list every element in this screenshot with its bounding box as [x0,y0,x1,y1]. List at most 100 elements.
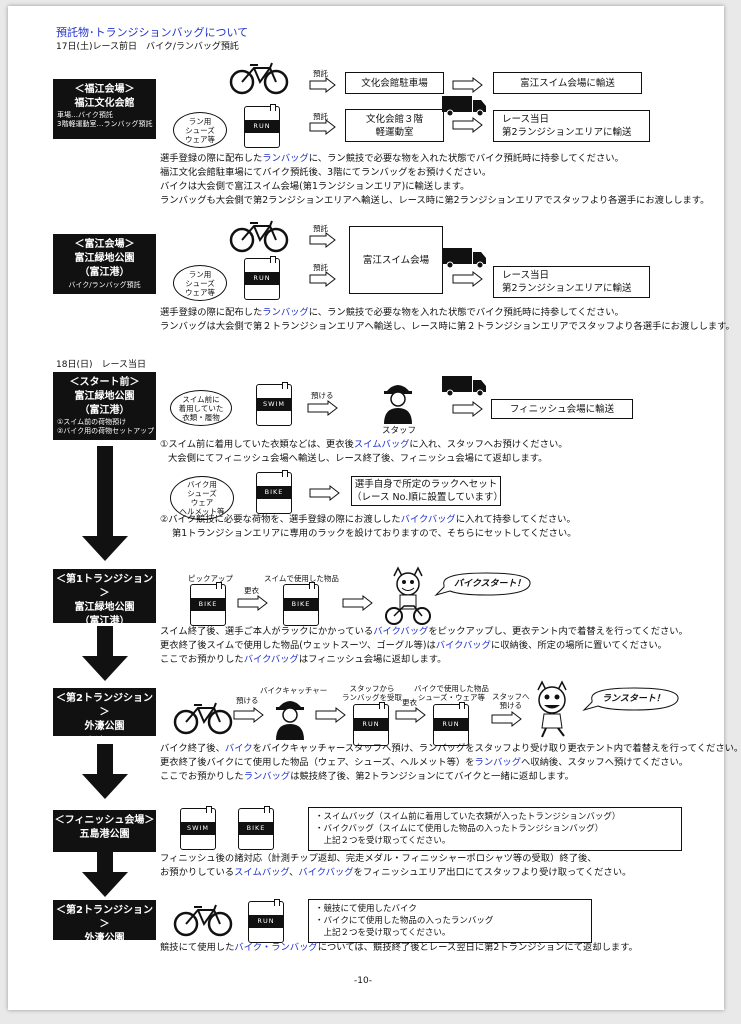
t2-name2: 外濠公園 [53,720,156,734]
bag-label: SWIM [181,822,215,835]
bike-bag-icon: BIKE [238,808,274,850]
t2-desc2: 更衣終了後バイクにて使用した物品（ウェア、シューズ、ヘルメット等）をランバッグへ… [160,756,688,770]
label-line: バイクで使用した物品 [414,684,489,693]
box-line: ・バイクにて使用した物品の入ったランバッグ [315,915,585,927]
fukue-desc4: ランバッグも大会側で第2ランジションエリアへ輸送し、レース時に第2ランジションエ… [160,194,709,208]
tomie-name3: （富江港） [53,266,156,280]
t1-name1: ＜第1トランジション＞ [53,573,156,601]
bubble-line: シューズ [171,489,233,498]
finish-venue-block: ＜フィニッシュ会場＞ 五島港公園 [53,810,156,852]
fukue-sub2: 3階軽運動室…ランバッグ預託 [53,120,156,129]
bike-bag-icon: BIKE [256,472,292,514]
hollow-arrow-icon [453,272,483,286]
fukue-desc3: バイクは大会側で富江スイム会場(第1ランジションエリア)に輸送します。 [160,180,469,194]
text-highlight: スイムバッグ [234,867,289,878]
text-seg: 、 [289,867,298,878]
receive-label: スタッフからランバッグを受取 [342,684,402,702]
text-highlight: バイクバッグ [436,640,491,651]
page-number: -10- [354,974,372,988]
t2-desc3: ここでお預かりしたランバッグは競技終了後、第2トランジションにてバイクと一緒に返… [160,770,574,784]
text-highlight: バイクバッグ [244,654,299,665]
start-sub1: ①スイム前の荷物預け [53,418,156,427]
text-seg: バイク終了後、 [160,743,225,754]
text-seg: ②バイク競技に必要な荷物を、選手登録の際にお渡しした [160,514,401,525]
bubble-line: ウェア等 [174,135,226,144]
box-line: 上記２つを受け取ってください。 [315,835,675,847]
text-seg: をバイクキャッチャースタッフへ預け、ランバッグをスタッフより受け取り更衣テント内… [253,743,741,754]
fukue-raceday-box: レース当日 第2ランジションエリアに輸送 [493,110,650,142]
finish-name1: ＜フィニッシュ会場＞ [53,814,156,828]
t1-desc1: スイム終了後、選手ご本人がラックにかかっているバイクバッグをピックアップし、更衣… [160,625,688,639]
text-highlight: バイクバッグ [298,867,353,878]
label-line: ランバッグを受取 [342,693,402,702]
text-seg: 競技にて使用した [160,942,234,953]
bike-catcher-label: バイクキャッチャー [260,686,327,695]
bike-start-text: バイクスタート！ [454,577,526,591]
bubble-line: 衣類・履物 [171,413,231,422]
return-desc: 競技にて使用したバイク・ランバッグについては、競技終了後とレース翌日に第2トラン… [160,941,638,955]
fukue-venue-block: ＜福江会場＞ 福江文化会館 車場…バイク預託 3階軽運動室…ランバッグ預託 [53,79,156,139]
bubble-line: ウェア [171,498,233,507]
mascot-cyclist-icon [384,568,432,626]
staff-icon [380,380,416,424]
finish-desc1: フィニッシュ後の諸対応（計測チップ返却、完走メダル・フィニッシャーポロシャツ等の… [160,852,597,866]
staff-icon [272,696,308,740]
text-seg: 選手登録の際に配布した [160,153,262,164]
t2-desc1: バイク終了後、バイクをバイクキャッチャースタッフへ預け、ランバッグをスタッフより… [160,742,741,756]
bag-label: BIKE [257,486,291,499]
swim-bag-icon: SWIM [180,808,216,850]
flow-down-arrow-icon [80,446,130,562]
tomie-raceday-box: レース当日 第2ランジションエリアに輸送 [493,266,650,298]
run-bag-icon: RUN [433,704,469,746]
t1-desc2: 更衣終了後スイムで使用した物品(ウェットスーツ、ゴーグル等)はバイクバッグに収納… [160,639,667,653]
box-line: 文化会館３階 [346,113,443,126]
truck-icon [442,374,488,396]
bubble-line: バイク用 [171,480,233,489]
hollow-arrow-icon [310,486,340,500]
text-highlight: スイムバッグ [354,439,410,450]
text-seg: はフィニッシュ会場に返却します。 [299,654,447,665]
finish-desc2: お預かりしているスイムバッグ、バイクバッグをフィニッシュエリア出口にてスタッフよ… [160,866,631,880]
finish-transport-box: フィニッシュ会場に輸送 [491,399,633,419]
azukeru-label: 預ける [236,696,259,705]
start-note2: ②バイク競技に必要な荷物を、選手登録の際にお渡ししたバイクバッグに入れて持参して… [160,513,576,527]
text-seg: に、ラン競技で必要な物を入れた状態でバイク預託時に持参してください。 [309,153,624,164]
text-seg: をフィニッシュエリア出口にてスタッフより受け取ってください。 [354,867,632,878]
hollow-arrow-icon [343,596,373,610]
bubble-line: 着用していた [171,404,231,413]
tomie-desc2: ランバッグは大会側で第２トランジションエリアへ輸送し、レース時に第２トランジショ… [160,320,735,334]
bubble-line: シューズ [174,279,226,288]
day17-heading: 17日(土)レース前日 バイク/ランバッグ預託 [56,40,239,54]
bike-bag-icon: BIKE [190,584,226,626]
text-seg: ここでお預かりした [160,654,244,665]
bag-label: RUN [354,718,388,731]
pickup-label: ピックアップ [188,574,233,583]
text-highlight: ランバッグ [475,757,522,768]
bicycle-icon [230,62,290,96]
return-receive-box: ・競技にて使用したバイク ・バイクにて使用した物品の入ったランバッグ 上記２つを… [308,899,592,943]
bicycle-icon [174,702,234,736]
text-seg: に入れ、スタッフへお預けください。 [409,439,567,450]
bubble-line: スイム前に [171,395,231,404]
staff-label: スタッフ [382,424,416,438]
bag-label: BIKE [239,822,273,835]
text-seg: へ収納後、スタッフへ預けてください。 [521,757,688,768]
bubble-line: ラン用 [174,270,226,279]
fukue-sub1: 車場…バイク預託 [53,111,156,120]
document-content: 預託物･トランジションバッグについて 17日(土)レース前日 バイク/ランバッグ… [8,6,724,1010]
text-seg: 更衣終了後バイクにて使用した物品（ウェア、シューズ、ヘルメット等）を [160,757,475,768]
azuke-label: 預託 [313,69,328,78]
start-note1-2: 大会側にてフィニッシュ会場へ輸送し、レース終了後、フィニッシュ会場にて返却します… [168,452,547,466]
text-seg: は競技終了後、第2トランジションにてバイクと一緒に返却します。 [290,771,574,782]
truck-icon [442,246,488,268]
fukue-room-box: 文化会館３階 軽運動室 [345,109,444,142]
text-seg: 更衣終了後スイムで使用した物品(ウェットスーツ、ゴーグル等)は [160,640,436,651]
hollow-arrow-icon [308,401,338,415]
start-name2: 富江緑地公園 [53,390,156,404]
hollow-arrow-icon [310,272,336,286]
label-line: 預ける [492,701,530,710]
finish-receive-box: ・スイムバッグ（スイム前に着用していた衣類が入ったトランジションバッグ） ・バイ… [308,807,682,851]
hollow-arrow-icon [453,78,483,92]
box-line: 第2ランジションエリアに輸送 [502,126,649,139]
label-line: スタッフへ [492,692,530,701]
